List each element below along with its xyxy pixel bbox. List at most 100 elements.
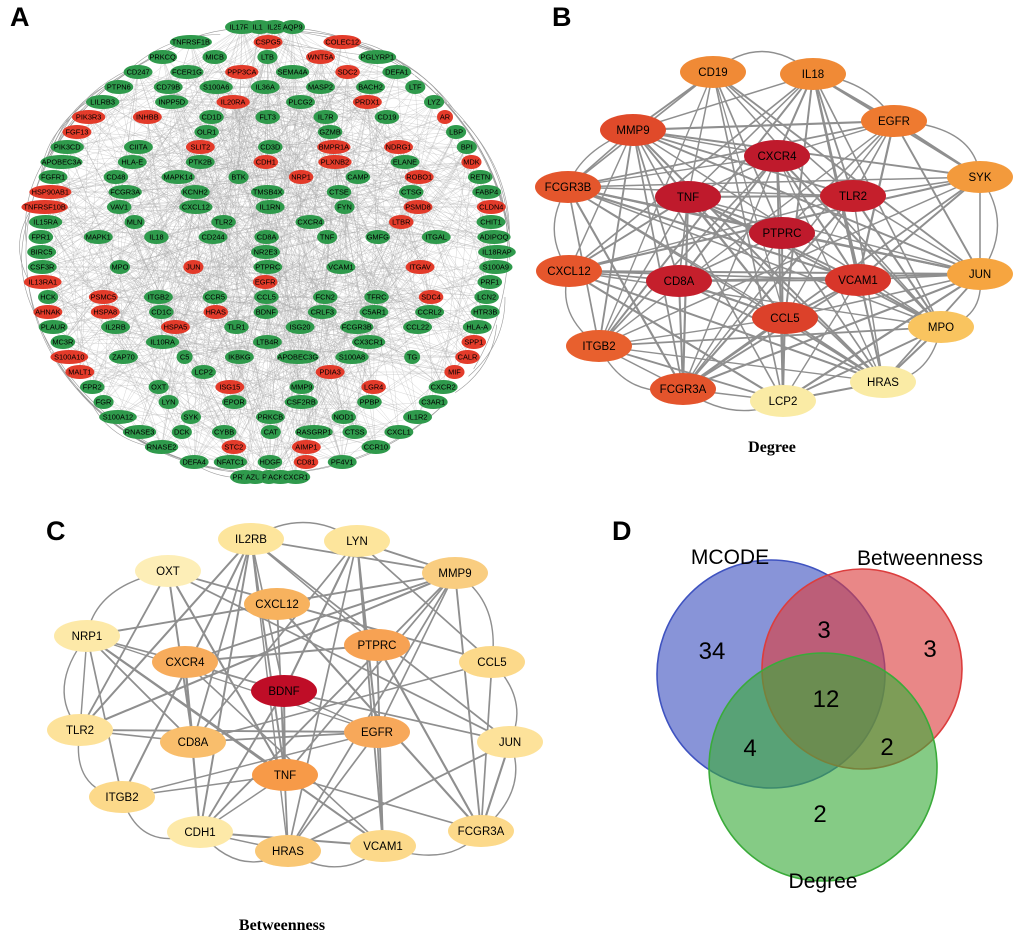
node-label: CSF3R — [30, 263, 54, 272]
node-label: PSMD8 — [405, 203, 430, 212]
network-edge — [297, 311, 375, 358]
node-cxcl12 — [244, 588, 310, 620]
node-ppp3ca — [225, 65, 259, 79]
node-label: GMFG — [367, 233, 389, 242]
network-edge — [284, 774, 482, 832]
network-edge — [53, 236, 157, 328]
network-edge — [206, 116, 387, 133]
network-edge — [192, 540, 358, 743]
network-edge — [216, 41, 269, 88]
node-cd247 — [123, 65, 153, 79]
network-edge — [42, 281, 302, 388]
node-label: CCL22 — [406, 323, 429, 332]
network-edge — [343, 191, 412, 418]
node-label: TLR2 — [215, 218, 233, 227]
network-edge — [117, 401, 370, 418]
node-label: MALT1 — [68, 368, 91, 377]
node-label: C5AR1 — [362, 308, 386, 317]
node-gmfg — [365, 230, 391, 244]
node-label: OLR1 — [197, 128, 216, 137]
network-edge — [287, 731, 378, 852]
network-edge — [42, 41, 343, 268]
network-edge — [103, 176, 239, 298]
network-edge — [168, 356, 240, 403]
network-edge — [682, 279, 859, 390]
panel-b-letter: B — [552, 2, 572, 32]
network-edge — [199, 538, 252, 833]
node-label: VCAM1 — [363, 841, 403, 853]
node-label: NOD1 — [333, 413, 354, 422]
network-edge — [351, 43, 448, 103]
node-lcp2 — [191, 365, 216, 379]
network-edge — [367, 101, 455, 373]
node-label: RETN — [470, 173, 490, 182]
node-label: LBP — [449, 128, 463, 137]
node-elane — [390, 155, 420, 169]
node-label: FCGR3A — [110, 188, 140, 197]
node-s100a9 — [479, 260, 513, 274]
node-ccl5 — [459, 646, 525, 678]
network-edge — [234, 56, 321, 403]
network-edge — [177, 176, 194, 268]
network-edge — [193, 146, 271, 463]
network-edge — [103, 206, 271, 298]
node-ccr5 — [202, 290, 228, 304]
node-ltbr — [388, 215, 414, 229]
node-fpr2 — [79, 380, 105, 394]
network-edge — [443, 146, 467, 388]
network-edge — [568, 195, 854, 272]
node-label: BDNF — [268, 686, 299, 698]
network-edge — [79, 116, 89, 373]
node-itgb2 — [566, 330, 632, 362]
node-apobec3g — [276, 350, 319, 364]
node-cd3d — [258, 140, 283, 154]
network-edge — [632, 129, 784, 402]
node-label: DEFA4 — [182, 458, 205, 467]
network-edge — [61, 26, 293, 163]
node-il36a — [250, 80, 280, 94]
node-label: APOBEC3A — [42, 158, 82, 167]
node-c3ar1 — [418, 395, 448, 409]
node-mif — [444, 365, 465, 379]
node-label: S100A8 — [339, 353, 365, 362]
network-edge — [473, 189, 508, 370]
node-label: SEMA4A — [278, 68, 308, 77]
network-edge — [270, 146, 495, 238]
network-edge — [687, 196, 884, 383]
node-label: CTSS — [345, 428, 365, 437]
node-label: SPP1 — [464, 338, 483, 347]
network-edge — [301, 146, 467, 403]
network-edge — [190, 401, 434, 418]
node-label: IL10RA — [150, 338, 175, 347]
node-label: INHBB — [136, 113, 159, 122]
network-edge — [139, 386, 159, 433]
node-label: CD48 — [106, 173, 125, 182]
node-bdnf — [253, 305, 279, 319]
node-tnf — [317, 230, 338, 244]
node-label: FABP4 — [475, 188, 498, 197]
node-label: CD8A — [257, 233, 277, 242]
venn-count-betweenness-degree: 2 — [880, 734, 893, 761]
venn-count-mcode-betweenness: 3 — [817, 617, 830, 644]
node-chit1 — [476, 215, 506, 229]
node-label: EGFR — [878, 116, 910, 128]
node-label: IL7R — [318, 113, 334, 122]
node-label: EGFR — [255, 278, 276, 287]
node-flt3 — [255, 110, 280, 124]
node-label: CXCR2 — [431, 383, 456, 392]
node-label: PLCG2 — [288, 98, 312, 107]
node-c5ar1 — [359, 305, 389, 319]
network-edge — [233, 101, 446, 118]
node-egfr — [861, 105, 927, 137]
network-edge — [687, 73, 814, 198]
node-label: FCGR3B — [342, 323, 372, 332]
node-label: CD19 — [698, 67, 727, 79]
node-label: PRDX1 — [355, 98, 380, 107]
network-edge — [158, 71, 348, 388]
network-edge — [396, 71, 446, 118]
node-label: CTSG — [401, 188, 422, 197]
node-label: PTK2B — [189, 158, 212, 167]
node-label: LTBR — [392, 218, 410, 227]
node-il2rb — [101, 320, 131, 334]
